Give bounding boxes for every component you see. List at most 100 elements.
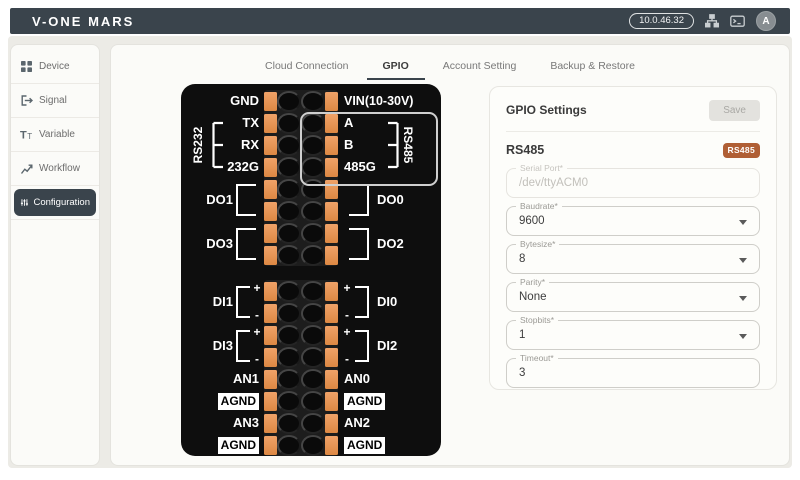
gpio-pinout-diagram: GND TX RX 232G RS232 VIN(10-30V) A B 485… (181, 84, 441, 456)
pin-label-b: B (344, 137, 354, 152)
do3-bracket (236, 228, 256, 260)
serial-port-field[interactable]: Serial Port* /dev/ttyACM0 (506, 163, 760, 198)
tab-gpio[interactable]: GPIO (366, 56, 425, 80)
pin-label-a: A (344, 115, 354, 130)
screw-hole (301, 222, 325, 244)
pin-label-di0: DI0 (377, 294, 398, 309)
tab-bar: Cloud Connection GPIO Account Setting Ba… (111, 45, 789, 80)
sidebar-item-workflow[interactable]: Workflow (11, 152, 99, 186)
sidebar-item-label: Signal (39, 95, 67, 106)
terminal-slot (264, 435, 277, 455)
terminal-slot (264, 347, 277, 367)
ip-address-badge: 10.0.46.32 (629, 13, 694, 29)
di0-minus: - (345, 308, 349, 322)
pin-label-do3: DO3 (206, 236, 233, 251)
di2-plus: + (343, 325, 351, 339)
terminal-slot (325, 303, 338, 323)
pin-group-rs232: RS232 (191, 126, 205, 164)
terminal-slot (264, 303, 277, 323)
pin-label-do2: DO2 (377, 236, 404, 251)
gpio-settings-card: GPIO Settings Save RS485 RS485 Serial Po… (489, 86, 777, 390)
terminal-row (264, 134, 338, 156)
save-button[interactable]: Save (709, 99, 760, 121)
stopbits-select[interactable]: Stopbits* 1 (506, 315, 760, 350)
pin-label-do1: DO1 (206, 192, 233, 207)
terminal-slot (264, 201, 277, 221)
sidebar-item-configuration[interactable]: Configuration (11, 186, 99, 220)
agnd-box: AGND (344, 437, 386, 454)
pin-label-di2: DI2 (377, 338, 398, 353)
pin-label-agnd: AGND (344, 390, 386, 412)
avatar[interactable]: A (756, 11, 776, 31)
terminal-slot (325, 347, 338, 367)
bytesize-select[interactable]: Bytesize* 8 (506, 239, 760, 274)
screw-hole (277, 90, 301, 112)
app-logo: V-ONE MARS (32, 13, 135, 29)
pin-label-agnd: AGND (217, 434, 259, 456)
terminal-slot (264, 413, 277, 433)
di1-minus: - (255, 308, 259, 322)
terminal-row (264, 280, 338, 302)
terminal-icon[interactable] (730, 15, 745, 28)
app-header: V-ONE MARS 10.0.46.32 A (10, 8, 790, 34)
baudrate-select[interactable]: Baudrate* 9600 (506, 201, 760, 236)
export-icon (21, 95, 33, 106)
screw-hole (277, 368, 301, 390)
tab-backup-restore[interactable]: Backup & Restore (550, 60, 635, 72)
screw-hole (277, 324, 301, 346)
parity-select[interactable]: Parity* None (506, 277, 760, 312)
terminal-strip (264, 90, 338, 456)
screw-hole (277, 412, 301, 434)
serial-port-value: /dev/ttyACM0 (519, 177, 589, 189)
sitemap-icon[interactable] (705, 14, 719, 28)
tune-icon (20, 199, 28, 206)
pin-label-an2: AN2 (344, 415, 371, 430)
terminal-row (264, 412, 338, 434)
rs485-section-title: RS485 (506, 143, 545, 157)
terminal-row (264, 390, 338, 412)
terminal-row (264, 434, 338, 456)
sidebar-item-label: Variable (39, 129, 75, 140)
di2-minus: - (345, 352, 349, 366)
insights-icon (20, 164, 33, 174)
screw-hole (301, 368, 325, 390)
svg-text:T: T (20, 130, 27, 142)
chevron-down-icon (739, 220, 747, 225)
terminal-row (264, 200, 338, 222)
tab-account-setting[interactable]: Account Setting (442, 60, 517, 72)
sidebar-item-variable[interactable]: T T Variable (11, 118, 99, 152)
screw-hole (277, 280, 301, 302)
bytesize-label: Bytesize* (516, 239, 560, 250)
terminal-slot (264, 369, 277, 389)
sidebar-item-label: Workflow (39, 163, 80, 174)
header-actions: 10.0.46.32 A (629, 11, 776, 31)
sidebar-selected-pill: Configuration (14, 189, 96, 216)
screw-hole (301, 134, 325, 156)
di0-bracket (355, 286, 369, 318)
serial-port-label: Serial Port* (516, 163, 567, 174)
terminal-slot (325, 435, 338, 455)
terminal-slot (264, 135, 277, 155)
agnd-box: AGND (217, 437, 259, 454)
screw-hole (301, 200, 325, 222)
grid-icon (21, 61, 32, 72)
timeout-field[interactable]: Timeout* 3 (506, 353, 760, 388)
di3-plus: + (253, 325, 261, 339)
sidebar-item-device[interactable]: Device (11, 50, 99, 84)
screw-hole (277, 200, 301, 222)
pin-label-485g: 485G (344, 159, 376, 174)
sidebar-item-signal[interactable]: Signal (11, 84, 99, 118)
rs232-bracket (212, 121, 223, 169)
terminal-slot (325, 157, 338, 177)
di2-bracket (355, 330, 369, 362)
screw-hole (301, 280, 325, 302)
terminal-slot (325, 201, 338, 221)
rs485-section-header: RS485 RS485 (506, 141, 760, 159)
terminal-row (264, 222, 338, 244)
terminal-slot (264, 113, 277, 133)
terminal-row (264, 346, 338, 368)
do0-bracket (349, 184, 369, 216)
screw-hole (277, 156, 301, 178)
terminal-row (264, 302, 338, 324)
tab-cloud-connection[interactable]: Cloud Connection (265, 60, 349, 72)
